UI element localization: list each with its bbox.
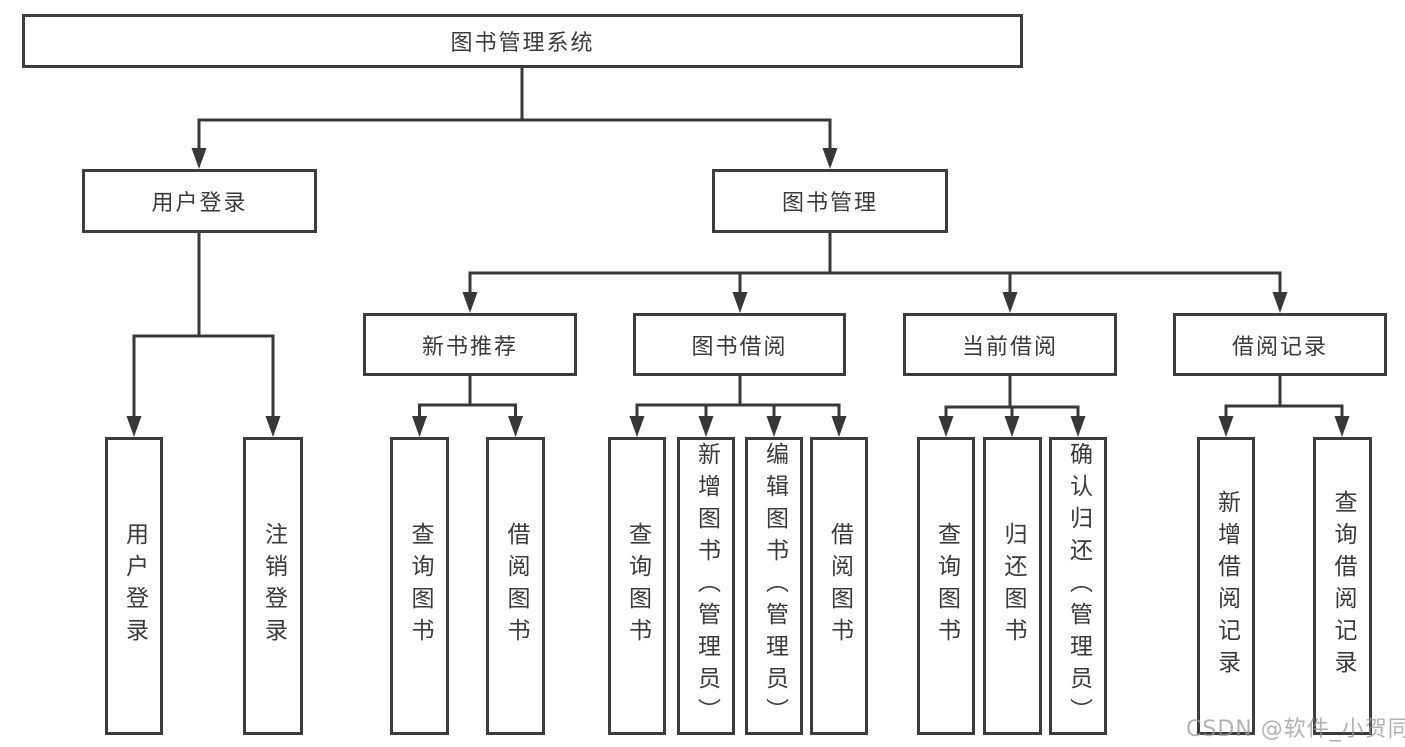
leaf-label: 查询图书: [624, 522, 651, 650]
node-new-book-recommend: 新书推荐: [363, 313, 577, 376]
leaf-return-books: 归还图书: [983, 437, 1042, 735]
leaf-user-login: 用户登录: [105, 437, 163, 735]
leaf-edit-books-admin: 编辑图书（管理员）: [745, 437, 803, 735]
node-library-management-system: 图书管理系统: [22, 14, 1023, 68]
arrowheads: [126, 148, 1350, 437]
leaf-query-books-current: 查询图书: [917, 437, 975, 735]
node-label: 图书借阅: [691, 334, 788, 360]
leaf-label: 借阅图书: [826, 522, 853, 650]
leaf-label: 查询图书: [933, 522, 960, 650]
leaf-query-borrow-record: 查询借阅记录: [1313, 437, 1372, 735]
node-borrow-records: 借阅记录: [1173, 313, 1387, 376]
leaf-borrow-books: 借阅图书: [810, 437, 868, 735]
node-label: 图书管理系统: [450, 31, 595, 56]
leaf-logout: 注销登录: [243, 437, 303, 735]
leaf-label: 用户登录: [121, 522, 148, 650]
leaf-label: 新增图书（管理员）: [693, 442, 720, 730]
leaf-label: 编辑图书（管理员）: [761, 442, 788, 730]
leaf-label: 确认归还（管理员）: [1065, 442, 1092, 730]
leaf-label: 归还图书: [1000, 522, 1026, 650]
node-current-borrow: 当前借阅: [903, 313, 1117, 376]
node-label: 新书推荐: [421, 334, 518, 360]
node-book-borrow: 图书借阅: [633, 313, 846, 376]
leaf-label: 注销登录: [260, 522, 287, 650]
node-user-login: 用户登录: [82, 169, 317, 233]
leaf-label: 查询借阅记录: [1330, 490, 1356, 682]
leaf-borrow-books-recommend: 借阅图书: [486, 437, 545, 735]
node-book-management: 图书管理: [712, 169, 948, 233]
node-label: 图书管理: [781, 191, 878, 216]
leaf-label: 借阅图书: [503, 522, 529, 650]
node-label: 借阅记录: [1231, 334, 1328, 360]
leaf-confirm-return-admin: 确认归还（管理员）: [1049, 437, 1107, 735]
leaf-query-books-borrow: 查询图书: [608, 437, 666, 735]
leaf-add-borrow-record: 新增借阅记录: [1197, 437, 1255, 735]
leaf-query-books-recommend: 查询图书: [390, 437, 449, 735]
node-label: 用户登录: [151, 191, 248, 216]
node-label: 当前借阅: [961, 334, 1058, 360]
leaf-label: 查询图书: [407, 522, 433, 650]
leaf-label: 新增借阅记录: [1213, 490, 1240, 682]
leaf-add-books-admin: 新增图书（管理员）: [677, 437, 735, 735]
